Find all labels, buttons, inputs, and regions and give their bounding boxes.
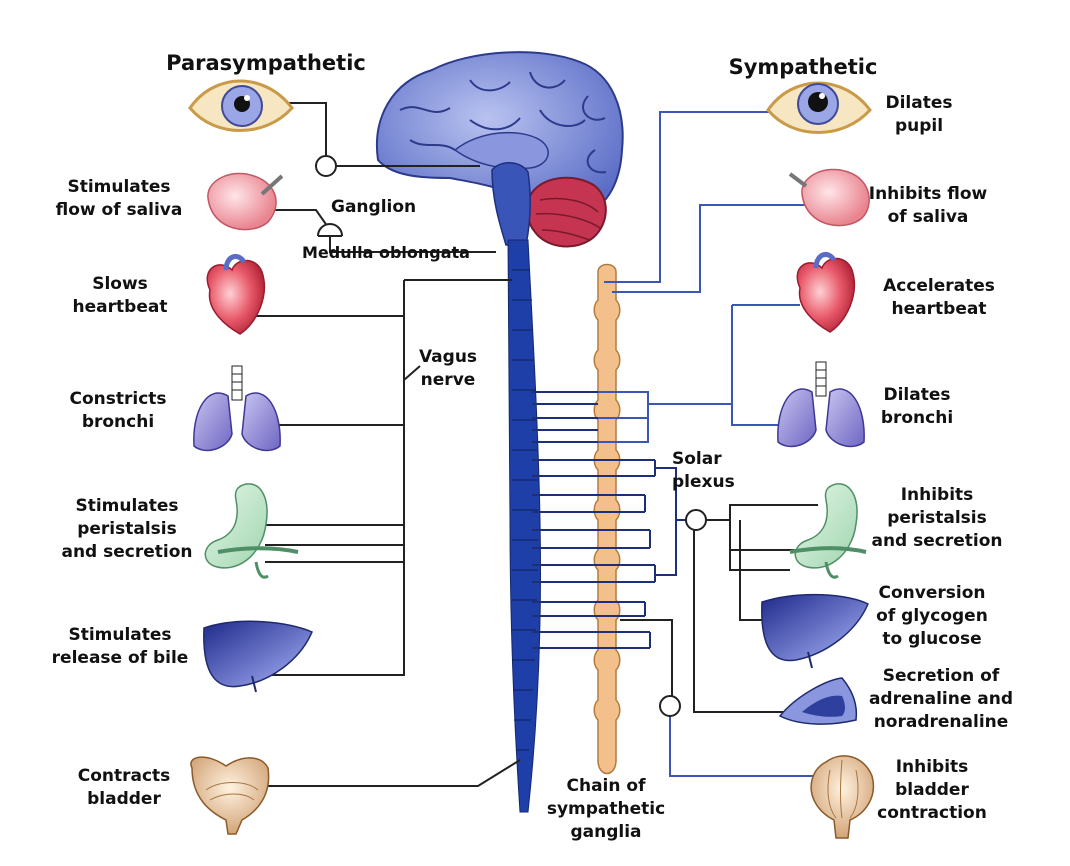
bladder-ganglion	[659, 695, 681, 717]
medulla-oblongata-label: Medulla oblongata	[302, 243, 470, 262]
parasympathetic-pathways	[250, 102, 521, 787]
sympathetic-pathways	[532, 111, 820, 777]
right-stomach	[789, 483, 867, 579]
left-lungs	[193, 365, 281, 452]
left-stomach	[204, 483, 299, 579]
parasympathetic-ganglion-eye	[315, 155, 337, 177]
spinal-cord	[507, 239, 541, 813]
left-heart	[206, 253, 266, 335]
right-lungs	[777, 361, 865, 448]
left-eye	[188, 79, 294, 132]
solar-plexus-ganglion	[685, 509, 707, 531]
right-adrenal-gland	[778, 677, 858, 725]
sympathetic-heading: Sympathetic	[728, 55, 878, 79]
parasympathetic-heading: Parasympathetic	[166, 51, 366, 75]
cerebellum	[526, 176, 607, 248]
left-salivary-gland	[207, 172, 284, 231]
brain	[376, 51, 624, 219]
sympathetic-chain	[593, 263, 621, 775]
brainstem	[491, 162, 531, 246]
right-bladder	[810, 755, 875, 839]
right-eye	[766, 81, 872, 134]
parasympathetic-ganglion-saliva	[317, 223, 343, 237]
right-salivary-gland	[788, 168, 870, 227]
ganglion-label: Ganglion	[331, 197, 417, 217]
left-liver	[203, 620, 313, 693]
left-bladder	[190, 756, 270, 835]
right-liver	[761, 593, 869, 669]
right-heart	[796, 251, 856, 333]
